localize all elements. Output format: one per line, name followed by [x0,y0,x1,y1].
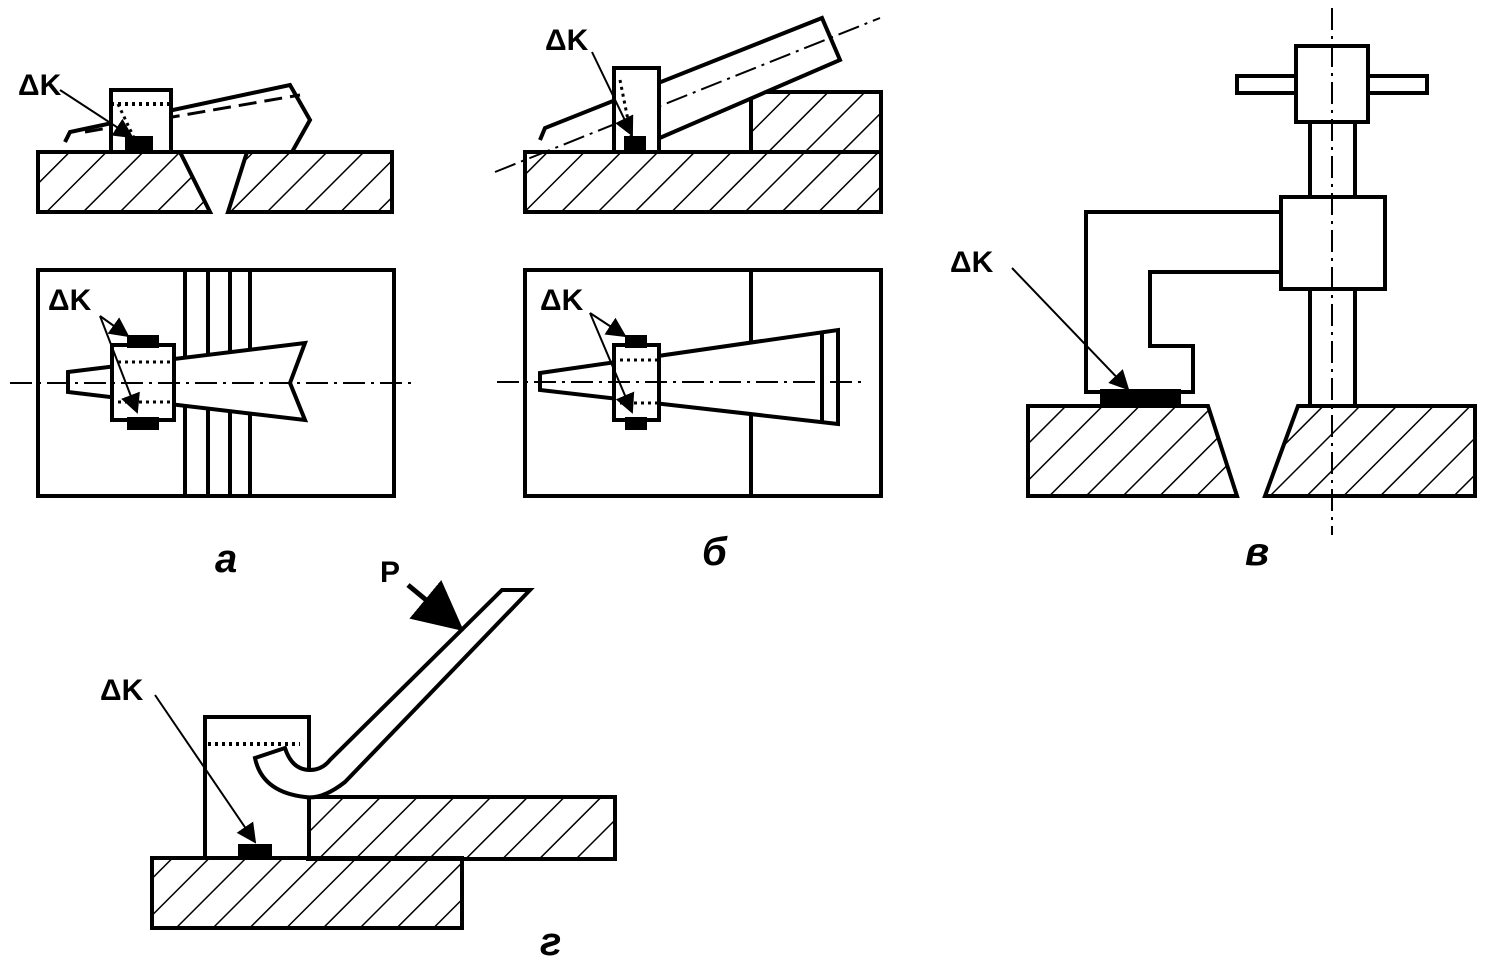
caption-v: в [1245,530,1269,574]
arm-bracket [1084,210,1283,394]
caption-b: б [702,530,728,574]
marker-label-b-plan: ΔK [540,284,584,317]
bent-rod [252,588,535,800]
figure-g [150,580,617,930]
base-hatched [150,856,464,930]
tool-plan [538,327,840,427]
figure-v [1011,8,1477,535]
tool-blade [63,82,313,154]
caption-a: а [215,537,237,581]
force-label-g: P [380,556,400,589]
marker-label-v: ΔK [950,246,994,279]
base-right-hatched [1262,404,1477,498]
base-left-hatched [36,150,214,214]
support-block-hatched [749,90,883,154]
shim [238,844,272,860]
leader-line [99,315,130,338]
marker-label-g: ΔK [100,674,144,707]
tool-axis [494,17,881,173]
base-left-hatched [1026,404,1240,498]
shim [1100,389,1181,406]
base-hatched [523,150,883,214]
shim [624,136,646,152]
tool-plan [66,340,309,423]
shim-plan-bot [625,417,647,430]
shim-plan-bot [127,417,159,430]
figure-b [494,15,883,498]
marker-label-b-top: ΔK [545,24,589,57]
leader-line [589,312,627,338]
leader-line [59,89,134,139]
marker-label-a-plan: ΔK [48,284,92,317]
shim [125,136,153,152]
leader-line [589,312,635,414]
leader-line [1011,267,1130,391]
shim-plan-top [625,335,647,348]
plate-hatched [306,795,617,861]
leader-line [591,51,634,137]
caption-g: г [540,920,561,964]
figure-a [10,82,412,498]
shim-plan-top [127,335,159,348]
leader-line [99,315,140,414]
leader-line [154,694,257,844]
base-right-hatched [225,150,394,214]
marker-label-a-top: ΔK [18,69,62,102]
force-arrow [406,580,464,632]
